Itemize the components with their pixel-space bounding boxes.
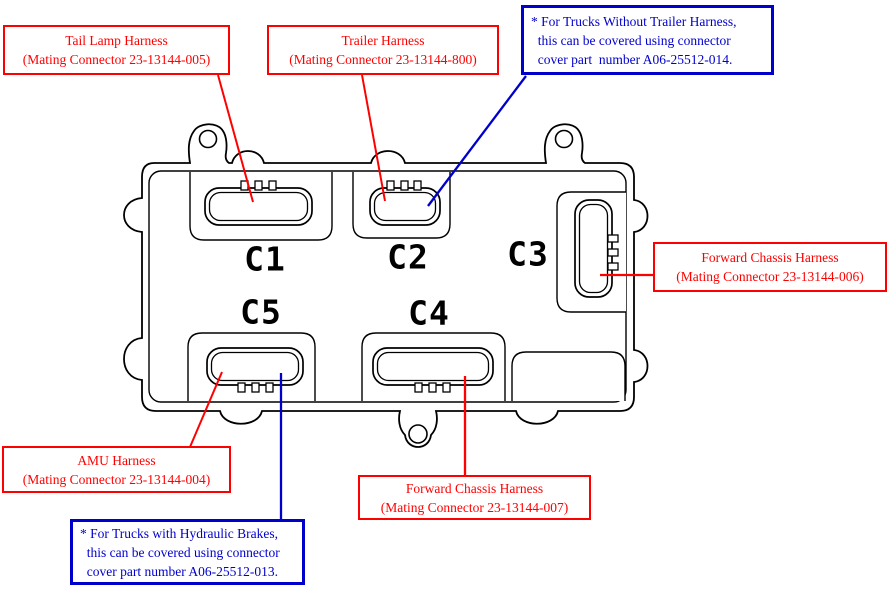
forward-chassis-bottom-callout: Forward Chassis Harness (Mating Connecto… bbox=[358, 475, 591, 520]
leader-no-trailer-note bbox=[427, 75, 527, 207]
leader-trailer bbox=[361, 74, 386, 202]
leader-amu bbox=[189, 371, 223, 448]
no-trailer-note-callout: * For Trucks Without Trailer Harness, th… bbox=[521, 5, 774, 75]
tail-lamp-callout: Tail Lamp Harness (Mating Connector 23-1… bbox=[3, 25, 230, 75]
forward-chassis-right-callout: Forward Chassis Harness (Mating Connecto… bbox=[653, 242, 887, 292]
pocket-bottom-right bbox=[511, 351, 626, 401]
mounting-hole-bottom bbox=[408, 424, 428, 444]
module-body bbox=[123, 123, 649, 448]
connector-c1-inner bbox=[208, 191, 309, 222]
c3-label: C3 bbox=[507, 234, 549, 274]
hydraulic-note-callout: * For Trucks with Hydraulic Brakes, this… bbox=[70, 519, 305, 585]
c4-label: C4 bbox=[408, 293, 450, 333]
connector-c5-inner bbox=[210, 351, 300, 382]
mounting-hole-top-left bbox=[198, 129, 218, 149]
connectors bbox=[204, 187, 613, 386]
amu-callout: AMU Harness (Mating Connector 23-13144-0… bbox=[2, 446, 231, 493]
connector-c3-inner bbox=[578, 203, 609, 294]
c1-label: C1 bbox=[244, 239, 286, 279]
mounting-hole-top-right bbox=[554, 129, 574, 149]
leader-tail-lamp bbox=[217, 74, 254, 203]
leader-lines bbox=[189, 74, 654, 520]
trailer-callout: Trailer Harness (Mating Connector 23-131… bbox=[267, 25, 499, 75]
connector-c2-inner bbox=[373, 191, 437, 222]
c5-label: C5 bbox=[240, 292, 282, 332]
castellation-tabs bbox=[237, 180, 619, 393]
c2-label: C2 bbox=[387, 237, 429, 277]
connector-c4-inner bbox=[376, 351, 490, 382]
